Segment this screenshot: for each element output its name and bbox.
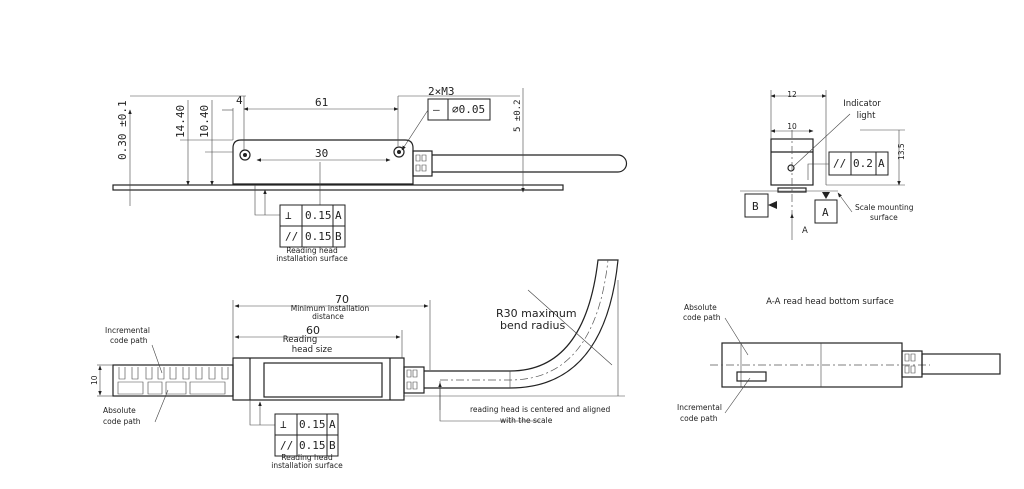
datum-b — [744, 193, 769, 218]
incremental-label: Incremental — [105, 326, 150, 335]
fcf-top: ⊥ 0.15 A // 0.15 B — [279, 204, 346, 248]
bend-radius-label: bend radius — [500, 319, 565, 332]
reading-head-body — [232, 139, 414, 185]
indicator-light-icon — [787, 164, 795, 172]
incremental-label: code path — [680, 414, 718, 423]
caption: Reading head — [281, 453, 333, 462]
alignment-note: with the scale — [500, 416, 553, 425]
fcf-value: 0.15 — [305, 209, 332, 222]
mount-hole — [393, 146, 405, 158]
fcf-value: 0.15 — [299, 418, 326, 431]
fcf-datum: A — [335, 209, 342, 222]
incremental-window — [736, 371, 767, 382]
fcf-side: // 0.2 A — [828, 151, 889, 176]
datum-a — [814, 199, 838, 224]
incremental-label: Incremental — [677, 403, 722, 412]
fcf-datum: B — [335, 230, 342, 243]
dim-30: 30 — [315, 147, 328, 160]
cable — [432, 154, 628, 173]
top-view: 61 4 30 14.40 10.40 0.30 ±0.1 5 ±0.2 2×M… — [112, 85, 628, 263]
dim-small: 10 — [90, 375, 99, 385]
fcf-datum: B — [329, 439, 336, 452]
reading-head — [232, 357, 405, 401]
cable-connector — [403, 366, 425, 394]
fcf-symbol: // — [285, 230, 298, 243]
cable-bend — [424, 259, 619, 389]
alignment-note: reading head is centered and aligned — [470, 405, 610, 414]
fcf-datum: A — [329, 418, 336, 431]
caption: installation surface — [271, 461, 343, 470]
dim-height: 13.5 — [897, 143, 906, 160]
dim-60: 60 — [306, 324, 320, 337]
min-distance-label: distance — [312, 312, 344, 321]
bend-radius-label: R30 maximum — [496, 307, 577, 320]
mount-label: Scale mounting — [855, 203, 914, 212]
fcf-datum: A — [878, 157, 885, 170]
head-size-label: head size — [292, 345, 332, 355]
dim-10-40: 10.40 — [198, 105, 211, 138]
side-view: 12 10 13.5 Indicator light // 0.2 A B A … — [740, 90, 914, 240]
thread-callout: 2×M3 — [428, 85, 455, 98]
min-distance-label: Minimum installation — [291, 304, 370, 313]
fcf-value: 0.15 — [305, 230, 332, 243]
dim-0-30: 0.30 ±0.1 — [116, 100, 129, 160]
datum-label: B — [752, 200, 759, 213]
fcf-front: ⊥ 0.15 A // 0.15 B — [274, 413, 339, 457]
fcf-symbol: ⊥ — [280, 418, 287, 431]
fcf-symbol: // — [280, 439, 293, 452]
absolute-label: Absolute — [684, 303, 717, 312]
dim-5: 5 ±0.2 — [513, 99, 523, 132]
bottom-view: A-A read head bottom surface Absolute co… — [677, 297, 1001, 423]
head-size-label: Reading — [283, 335, 318, 345]
fcf-symbol: // — [833, 157, 846, 170]
dim-top: 12 — [787, 90, 797, 99]
mount-label: surface — [870, 213, 898, 222]
indicator-label: Indicator — [843, 99, 881, 109]
indicator-label: light — [857, 111, 877, 121]
dim-70: 70 — [335, 293, 349, 306]
fcf-value: ⌀0.05 — [452, 103, 485, 116]
dim-14-40: 14.40 — [174, 105, 187, 138]
fcf-symbol: — — [433, 103, 440, 116]
fcf-symbol: ⊥ — [285, 209, 292, 222]
dim-61: 61 — [315, 96, 328, 109]
mount-hole — [239, 149, 251, 161]
caption: installation surface — [276, 254, 348, 263]
absolute-label: code path — [103, 417, 141, 426]
absolute-label: code path — [683, 313, 721, 322]
dim-10: 10 — [787, 122, 797, 131]
cable — [921, 353, 1001, 375]
section-title: A-A read head bottom surface — [766, 297, 894, 307]
dim-4: 4 — [236, 94, 243, 107]
absolute-label: Absolute — [103, 406, 136, 415]
fcf-value: 0.2 — [853, 157, 873, 170]
scale-plate — [112, 184, 564, 191]
incremental-label: code path — [110, 336, 148, 345]
fcf-value: 0.15 — [299, 439, 326, 452]
caption: Reading head — [286, 246, 338, 255]
cable-connector — [412, 150, 433, 177]
datum-label: A — [822, 206, 829, 219]
front-view: 70 Minimum installation distance 60 Read… — [90, 259, 625, 470]
section-arrow-label: A — [802, 226, 808, 236]
